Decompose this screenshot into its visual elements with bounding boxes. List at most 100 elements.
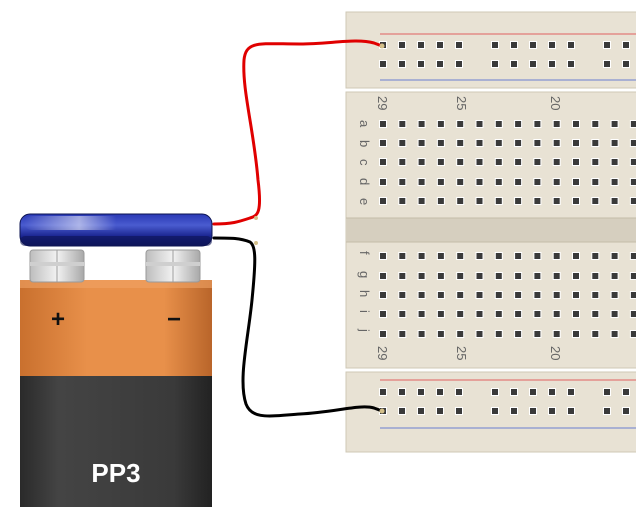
breadboard-hole[interactable] bbox=[552, 139, 561, 147]
breadboard-hole[interactable] bbox=[533, 291, 542, 299]
breadboard-hole[interactable] bbox=[379, 158, 387, 166]
breadboard-hole[interactable] bbox=[591, 330, 600, 338]
breadboard-hole[interactable] bbox=[572, 252, 580, 260]
breadboard-hole[interactable] bbox=[456, 272, 465, 280]
breadboard-hole[interactable] bbox=[629, 197, 636, 205]
breadboard-hole[interactable] bbox=[629, 158, 636, 166]
power-rail-hole[interactable] bbox=[622, 60, 630, 68]
power-rail-hole[interactable] bbox=[455, 388, 463, 396]
breadboard-hole[interactable] bbox=[610, 197, 619, 205]
breadboard-hole[interactable] bbox=[514, 139, 523, 147]
breadboard-hole[interactable] bbox=[456, 291, 465, 299]
breadboard-hole[interactable] bbox=[379, 310, 387, 318]
breadboard-hole[interactable] bbox=[514, 330, 523, 338]
breadboard-hole[interactable] bbox=[398, 272, 407, 280]
power-rail-hole[interactable] bbox=[603, 41, 611, 49]
breadboard-hole[interactable] bbox=[610, 139, 619, 147]
breadboard-hole[interactable] bbox=[629, 252, 636, 260]
breadboard-hole[interactable] bbox=[379, 178, 387, 186]
breadboard-hole[interactable] bbox=[514, 272, 523, 280]
power-rail-hole[interactable] bbox=[398, 407, 406, 415]
breadboard-hole[interactable] bbox=[629, 330, 636, 338]
breadboard-hole[interactable] bbox=[552, 310, 561, 318]
breadboard-hole[interactable] bbox=[456, 310, 465, 318]
breadboard-hole[interactable] bbox=[494, 197, 503, 205]
power-rail-hole[interactable] bbox=[436, 388, 444, 396]
breadboard-hole[interactable] bbox=[494, 120, 503, 128]
breadboard-hole[interactable] bbox=[494, 272, 503, 280]
breadboard-hole[interactable] bbox=[533, 330, 542, 338]
power-rail-hole[interactable] bbox=[398, 41, 406, 49]
power-rail-hole[interactable] bbox=[417, 407, 425, 415]
breadboard-hole[interactable] bbox=[436, 272, 445, 280]
breadboard-hole[interactable] bbox=[379, 139, 387, 147]
breadboard-hole[interactable] bbox=[436, 330, 445, 338]
breadboard-hole[interactable] bbox=[475, 197, 484, 205]
breadboard-hole[interactable] bbox=[533, 139, 542, 147]
power-rail-hole[interactable] bbox=[603, 388, 611, 396]
breadboard-hole[interactable] bbox=[572, 139, 580, 147]
breadboard-hole[interactable] bbox=[572, 310, 580, 318]
breadboard-hole[interactable] bbox=[552, 158, 561, 166]
power-rail-hole[interactable] bbox=[417, 60, 425, 68]
breadboard-hole[interactable] bbox=[629, 272, 636, 280]
breadboard-hole[interactable] bbox=[436, 158, 445, 166]
breadboard-hole[interactable] bbox=[610, 330, 619, 338]
breadboard-hole[interactable] bbox=[552, 291, 561, 299]
breadboard-hole[interactable] bbox=[514, 197, 523, 205]
breadboard-hole[interactable] bbox=[591, 158, 600, 166]
breadboard-hole[interactable] bbox=[629, 178, 636, 186]
power-rail-hole[interactable] bbox=[398, 388, 406, 396]
breadboard-hole[interactable] bbox=[475, 120, 484, 128]
breadboard-hole[interactable] bbox=[591, 197, 600, 205]
breadboard-hole[interactable] bbox=[417, 139, 426, 147]
breadboard-hole[interactable] bbox=[591, 272, 600, 280]
breadboard-hole[interactable] bbox=[398, 197, 407, 205]
breadboard-hole[interactable] bbox=[398, 291, 407, 299]
power-rail-hole[interactable] bbox=[567, 60, 575, 68]
power-rail-hole[interactable] bbox=[417, 41, 425, 49]
breadboard-hole[interactable] bbox=[456, 330, 465, 338]
power-rail-hole[interactable] bbox=[455, 41, 463, 49]
breadboard-hole[interactable] bbox=[398, 310, 407, 318]
breadboard-hole[interactable] bbox=[552, 330, 561, 338]
power-rail-hole[interactable] bbox=[379, 60, 387, 68]
breadboard-hole[interactable] bbox=[398, 158, 407, 166]
power-rail-hole[interactable] bbox=[491, 388, 499, 396]
power-rail-hole[interactable] bbox=[491, 41, 499, 49]
breadboard-hole[interactable] bbox=[514, 291, 523, 299]
breadboard-hole[interactable] bbox=[417, 252, 426, 260]
breadboard-hole[interactable] bbox=[533, 252, 542, 260]
power-rail-hole[interactable] bbox=[510, 41, 518, 49]
power-rail-hole[interactable] bbox=[491, 60, 499, 68]
breadboard-hole[interactable] bbox=[610, 252, 619, 260]
breadboard-hole[interactable] bbox=[572, 197, 580, 205]
power-rail-hole[interactable] bbox=[436, 41, 444, 49]
power-rail-hole[interactable] bbox=[510, 388, 518, 396]
breadboard-hole[interactable] bbox=[591, 291, 600, 299]
breadboard-hole[interactable] bbox=[572, 120, 580, 128]
breadboard-hole[interactable] bbox=[629, 120, 636, 128]
breadboard-hole[interactable] bbox=[379, 120, 387, 128]
breadboard-hole[interactable] bbox=[591, 178, 600, 186]
breadboard-hole[interactable] bbox=[533, 158, 542, 166]
breadboard-hole[interactable] bbox=[494, 291, 503, 299]
breadboard-hole[interactable] bbox=[629, 291, 636, 299]
breadboard-hole[interactable] bbox=[436, 291, 445, 299]
breadboard-hole[interactable] bbox=[533, 178, 542, 186]
breadboard-hole[interactable] bbox=[436, 120, 445, 128]
power-rail-hole[interactable] bbox=[510, 407, 518, 415]
breadboard-hole[interactable] bbox=[398, 330, 407, 338]
breadboard-hole[interactable] bbox=[417, 197, 426, 205]
breadboard-hole[interactable] bbox=[436, 139, 445, 147]
breadboard-hole[interactable] bbox=[379, 272, 387, 280]
power-rail-hole[interactable] bbox=[398, 60, 406, 68]
breadboard-hole[interactable] bbox=[610, 310, 619, 318]
power-rail-hole[interactable] bbox=[603, 60, 611, 68]
power-rail-hole[interactable] bbox=[529, 407, 537, 415]
breadboard-hole[interactable] bbox=[533, 310, 542, 318]
breadboard-hole[interactable] bbox=[379, 330, 387, 338]
power-rail-hole[interactable] bbox=[529, 41, 537, 49]
breadboard-hole[interactable] bbox=[591, 310, 600, 318]
power-rail-hole[interactable] bbox=[603, 407, 611, 415]
